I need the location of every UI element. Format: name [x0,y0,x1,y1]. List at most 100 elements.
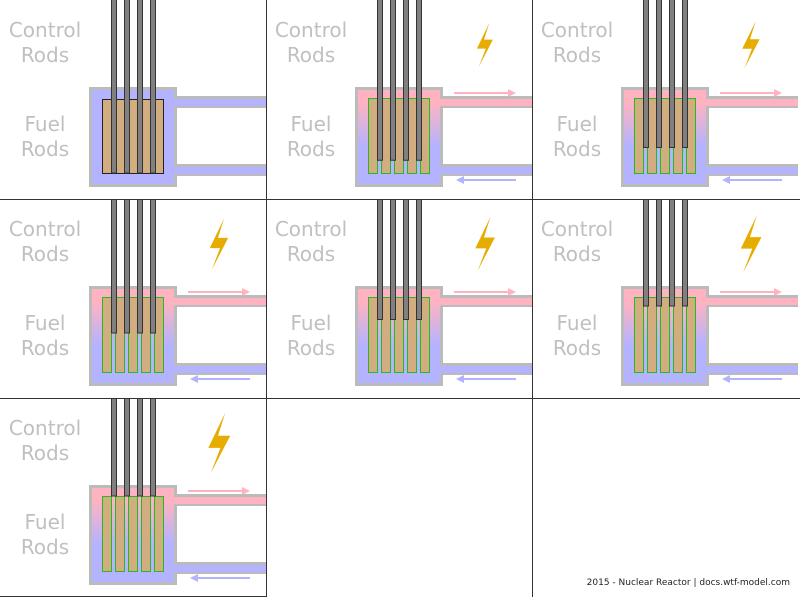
control-rod [124,0,130,174]
rods-label-word: Rods [20,242,70,266]
fuel-rod [128,496,138,572]
control-rod [403,0,409,161]
grid-divider-horizontal [0,398,800,399]
control-rod [124,398,130,497]
rods-label-word: Rods [286,242,336,266]
control-rod [390,0,396,161]
rods-label-word: Rods [20,336,70,360]
control-rod [656,199,662,307]
control-rod [137,398,143,497]
hot-flow-arrow [188,288,250,296]
fuel-rod [660,297,670,373]
reactor-diagram [621,0,798,187]
fuel-rod [141,297,151,373]
fuel-rod [102,496,112,572]
fuel-rod [102,297,112,373]
fuel-rod [115,496,125,572]
control-rod [682,0,688,148]
fuel-rod [368,98,378,174]
fuel-rod [141,496,151,572]
fuel-rod [420,297,430,373]
fuel-rod [407,297,417,373]
control-label-word: Control [8,18,82,42]
hot-flow-arrow [454,89,516,97]
control-rod [682,199,688,307]
fuel-rod [394,297,404,373]
fuel-rod [381,297,391,373]
control-rod [137,199,143,334]
cold-flow-arrow [190,375,250,383]
lightning-bolt-icon [208,412,231,474]
reactor-diagram [621,199,798,386]
control-rod [643,0,649,148]
cold-flow-arrow [190,574,250,582]
fuel-rod [686,297,696,373]
rods-label-word: Rods [286,336,336,360]
footer-credit: 2015 - Nuclear Reactor | docs.wtf-model.… [586,578,790,588]
control-rod [403,199,409,320]
hot-flow-arrow [720,288,782,296]
control-rod [150,398,156,497]
grid-divider-vertical [532,0,533,597]
control-rod [643,199,649,307]
control-rod [656,0,662,148]
fuel-label-word: Fuel [24,311,66,335]
fuel-label-word: Fuel [290,311,332,335]
reactor-diagram [89,398,266,585]
hot-flow-arrow [188,487,250,495]
hot-flow-arrow [720,89,782,97]
control-rod [377,0,383,161]
control-label-word: Control [274,217,348,241]
grid-divider-horizontal [0,199,800,200]
cold-flow-arrow [456,176,516,184]
cold-flow-arrow [456,375,516,383]
lightning-bolt-icon [742,21,760,69]
control-label-word: Control [540,217,614,241]
fuel-rod [634,98,644,174]
fuel-label-word: Fuel [24,510,66,534]
control-rod [416,0,422,161]
control-rod [669,0,675,148]
rods-label-word: Rods [552,242,602,266]
grid-divider-vertical [266,0,267,597]
fuel-rod [128,297,138,373]
rods-label-word: Rods [20,441,70,465]
reactor-diagram [89,199,266,386]
fuel-label-word: Fuel [556,311,598,335]
fuel-rod [154,496,164,572]
control-label-word: Control [274,18,348,42]
control-rod [669,199,675,307]
rods-label-word: Rods [286,43,336,67]
hot-flow-arrow [454,288,516,296]
lightning-bolt-icon [476,22,493,68]
control-label-word: Control [540,18,614,42]
reactor-diagram [355,199,532,386]
control-rod [111,0,117,174]
fuel-rod [647,297,657,373]
control-rod [111,398,117,497]
control-rod [111,199,117,334]
rods-label-word: Rods [552,137,602,161]
cold-flow-arrow [722,176,782,184]
lightning-bolt-icon [740,215,762,273]
fuel-rod [673,297,683,373]
control-label-word: Control [8,217,82,241]
control-rod [150,199,156,334]
fuel-rod [368,297,378,373]
